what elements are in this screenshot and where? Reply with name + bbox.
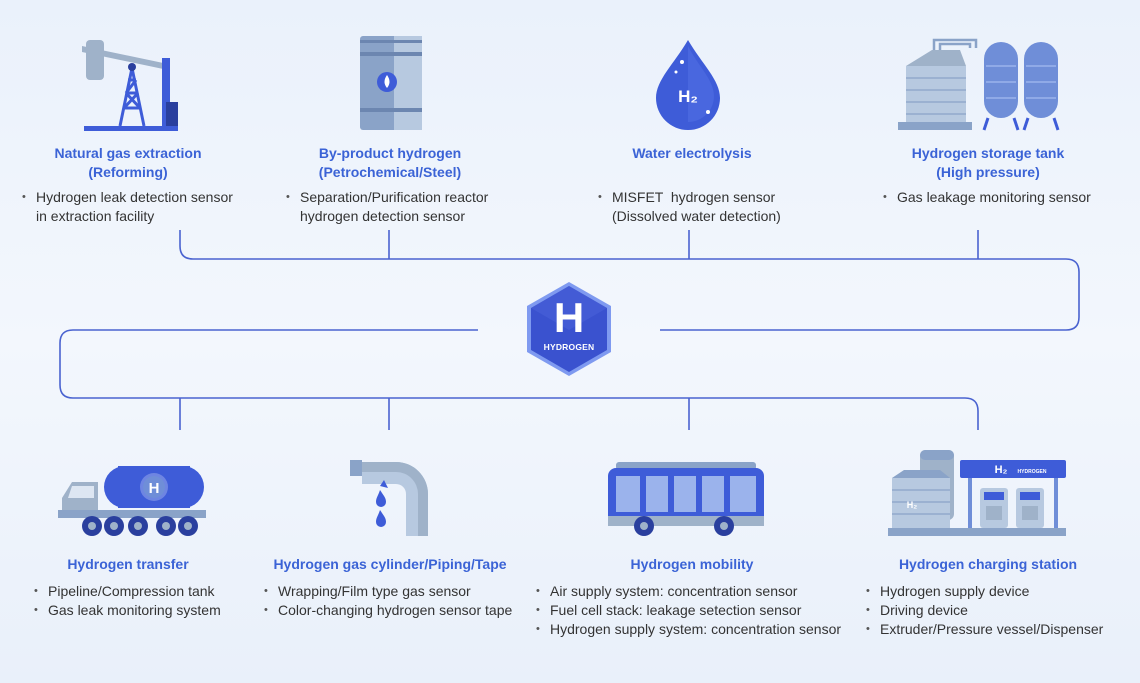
bullet-item: Color-changing hydrogen sensor tape [264,601,512,620]
hexagon-label: HYDROGEN [543,342,595,352]
title-storage: Hydrogen storage tank(High pressure) [911,145,1065,180]
pipe-dripping-icon [350,460,428,536]
bullet-item: Hydrogen supply system: concentration se… [536,620,841,639]
title-electrolysis: Water electrolysis [632,145,752,161]
bus-icon [608,462,764,536]
storage-tanks-icon [898,38,1060,131]
bullets-mobility: Air supply system: concentration sensor … [536,582,841,639]
title-mobility: Hydrogen mobility [630,556,754,572]
bullet-item: Driving device [866,601,1103,620]
bullets-charging: Hydrogen supply device Driving device Ex… [866,582,1103,639]
bullet-item-continued: hydrogen detection sensor [300,208,465,224]
bullets-electrolysis: MISFET hydrogen sensor (Dissolved water … [598,188,781,226]
h2-water-drop-icon: H₂ [656,40,720,130]
tank-h2-label: H₂ [907,500,918,510]
title-transfer: Hydrogen transfer [67,556,189,572]
bullets-by-product: Separation/Purification reactor hydrogen… [286,188,488,226]
bullets-storage: Gas leakage monitoring sensor [883,188,1091,207]
bullet-item: Hydrogen leak detection sensor [22,188,233,207]
bullet-item: Wrapping/Film type gas sensor [264,582,512,601]
title-natural-gas: Natural gas extraction(Reforming) [54,145,202,180]
oil-pumpjack-icon [82,40,178,131]
barrel-icon [360,36,422,130]
bullet-item: Gas leak monitoring system [34,601,221,620]
bullet-item: Air supply system: concentration sensor [536,582,841,601]
bullets-natural-gas: Hydrogen leak detection sensor in extrac… [22,188,233,226]
bullets-transfer: Pipeline/Compression tank Gas leak monit… [34,582,221,620]
hydrogen-hexagon-icon [527,282,611,376]
title-cylinder: Hydrogen gas cylinder/Piping/Tape [273,556,507,572]
hexagon-letter: H [553,294,585,341]
truck-tank-label: H [149,480,160,497]
bullet-item-continued: (Dissolved water detection) [612,208,781,224]
bullet-item: Hydrogen supply device [866,582,1103,601]
bullet-item: Gas leakage monitoring sensor [883,188,1091,207]
bullet-item: MISFET hydrogen sensor [598,188,781,207]
bullet-item-continued: in extraction facility [36,208,155,224]
bullet-item: Pipeline/Compression tank [34,582,221,601]
title-by-product: By-product hydrogen(Petrochemical/Steel) [318,145,462,180]
bullet-item: Extruder/Pressure vessel/Dispenser [866,620,1103,639]
bullet-item: Fuel cell stack: leakage setection senso… [536,601,841,620]
drop-label: H₂ [678,87,698,106]
canopy-h2-label: H₂ [995,464,1008,476]
charging-station-icon: H₂ H₂ HYDROGEN [888,450,1066,536]
bullets-cylinder: Wrapping/Film type gas sensor Color-chan… [264,582,512,620]
bullet-item: Separation/Purification reactor [286,188,488,207]
canopy-sublabel: HYDROGEN [1018,469,1047,475]
title-charging: Hydrogen charging station [898,556,1078,572]
tanker-truck-icon: H [58,466,206,536]
